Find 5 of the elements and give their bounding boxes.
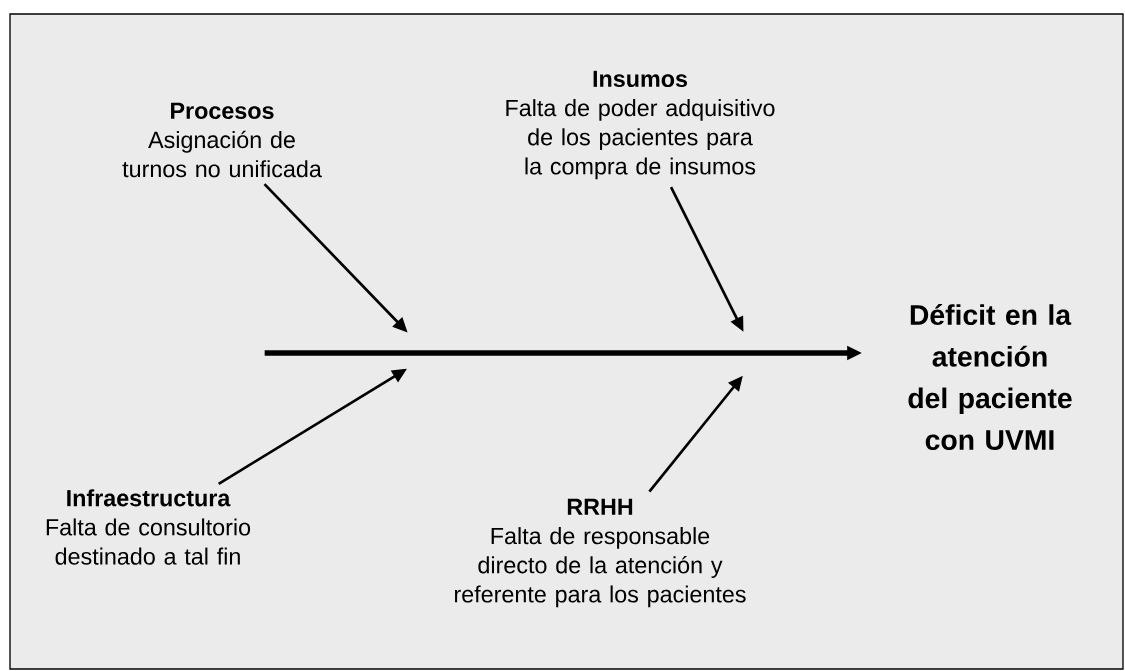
cause-label: RRHH Falta de responsable directo de la atención y referente para los pacientes: [455, 498, 746, 608]
effect-label: Déficit en la atención del paciente con UVMI: [908, 303, 1072, 451]
cause-label: Insumos Falta de poder adquisitivo de los pacientes para la compra de insumos: [506, 70, 775, 180]
cause-label: Infraestructura Falta de consultorio destinado a tal fin: [46, 489, 251, 565]
cause-label: Procesos Asignación de turnos no unificada: [122, 102, 322, 178]
